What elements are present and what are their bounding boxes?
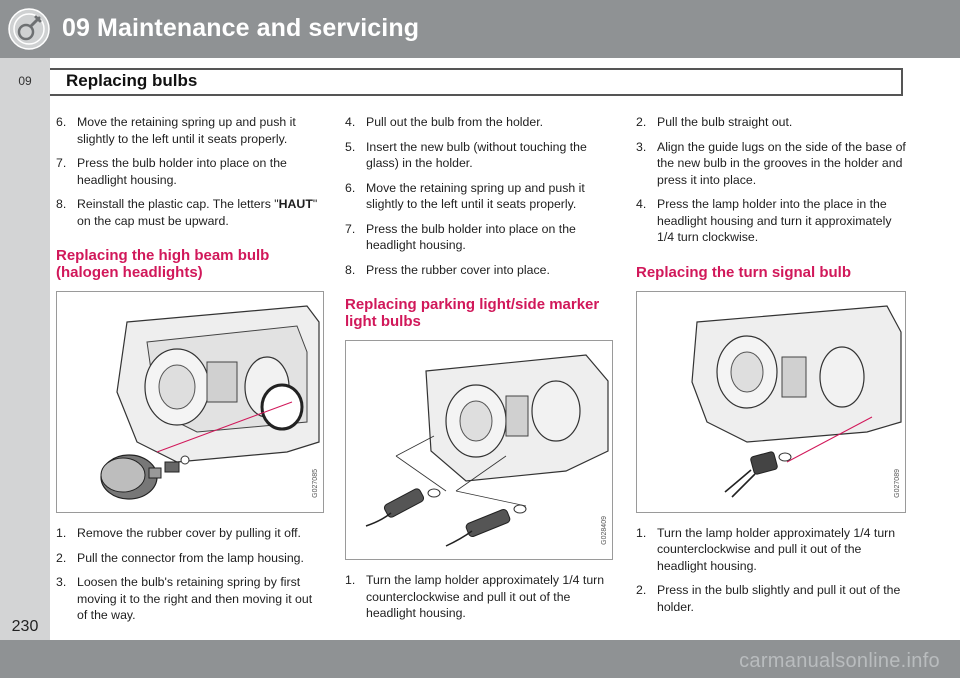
list-item: 4.Press the lamp holder into the place i… <box>636 197 892 244</box>
steps-list: 6.Move the retaining spring up and push … <box>56 114 324 229</box>
column-1: 6.Move the retaining spring up and push … <box>56 114 324 632</box>
section-heading-parking-light: Replacing parking light/side marker ligh… <box>345 296 600 330</box>
chapter-side-tab: 09 <box>0 58 50 608</box>
turn-signal-illustration: G027089 <box>636 290 906 513</box>
chapter-header: 09 Maintenance and servicing <box>0 0 960 58</box>
wrench-gear-icon <box>8 8 50 50</box>
list-item: 2.Pull the bulb straight out. <box>636 115 793 129</box>
list-item: 6.Move the retaining spring up and push … <box>56 115 296 146</box>
steps-list: 1.Turn the lamp holder approximately 1/4… <box>636 525 906 616</box>
list-item: 8.Press the rubber cover into place. <box>345 262 550 277</box>
list-item: 2.Pull the connector from the lamp housi… <box>56 550 304 565</box>
list-item: 1.Turn the lamp holder approximately 1/4… <box>636 525 896 573</box>
parking-light-illustration: G028409 <box>345 340 613 560</box>
list-item: 3.Loosen the bulb's retaining spring by … <box>56 575 313 622</box>
watermark: carmanualsonline.info <box>739 650 940 672</box>
column-2: 4.Pull out the bulb from the holder. 5.I… <box>345 114 613 630</box>
section-title: Replacing bulbs <box>66 71 198 90</box>
column-3: 2.Pull the bulb straight out. 3.Align th… <box>636 114 906 623</box>
section-title-bar: Replacing bulbs <box>50 68 903 96</box>
figure-code: G027089 <box>894 468 901 498</box>
chapter-title: 09 Maintenance and servicing <box>62 14 420 42</box>
section-heading-turn-signal: Replacing the turn signal bulb <box>636 263 852 281</box>
page-number: 230 <box>11 618 39 635</box>
steps-list: 1.Remove the rubber cover by pulling it … <box>56 525 324 624</box>
list-item: 2.Press in the bulb slightly and pull it… <box>636 583 901 614</box>
list-item: 7.Press the bulb holder into place on th… <box>56 156 287 187</box>
list-item: 5.Insert the new bulb (without touching … <box>345 139 587 171</box>
list-item: 7.Press the bulb holder into place on th… <box>345 221 576 253</box>
list-item: 1.Remove the rubber cover by pulling it … <box>56 526 301 540</box>
figure-code: G027085 <box>312 469 319 498</box>
footer-side-tab <box>0 608 50 640</box>
list-item: 8.Reinstall the plastic cap. The letters… <box>56 197 318 228</box>
headlight-turn-signal-drawing <box>637 291 905 512</box>
steps-list: 1.Turn the lamp holder approximately 1/4… <box>345 572 613 622</box>
list-item: 4.Pull out the bulb from the holder. <box>345 115 544 129</box>
high-beam-illustration: G027085 <box>56 291 324 513</box>
list-item: 3.Align the guide lugs on the side of th… <box>636 139 906 187</box>
steps-list: 2.Pull the bulb straight out. 3.Align th… <box>636 114 906 246</box>
headlight-high-beam-drawing <box>57 292 323 512</box>
page-footer <box>0 640 960 678</box>
section-heading-high-beam: Replacing the high beam bulb (halogen he… <box>56 247 270 281</box>
headlight-parking-light-drawing <box>346 341 612 559</box>
list-item: 1.Turn the lamp holder approximately 1/4… <box>345 573 605 620</box>
chapter-tab-number: 09 <box>18 74 32 88</box>
list-item: 6.Move the retaining spring up and push … <box>345 180 585 212</box>
figure-code: G028409 <box>601 516 608 545</box>
steps-list: 4.Pull out the bulb from the holder. 5.I… <box>345 114 613 278</box>
